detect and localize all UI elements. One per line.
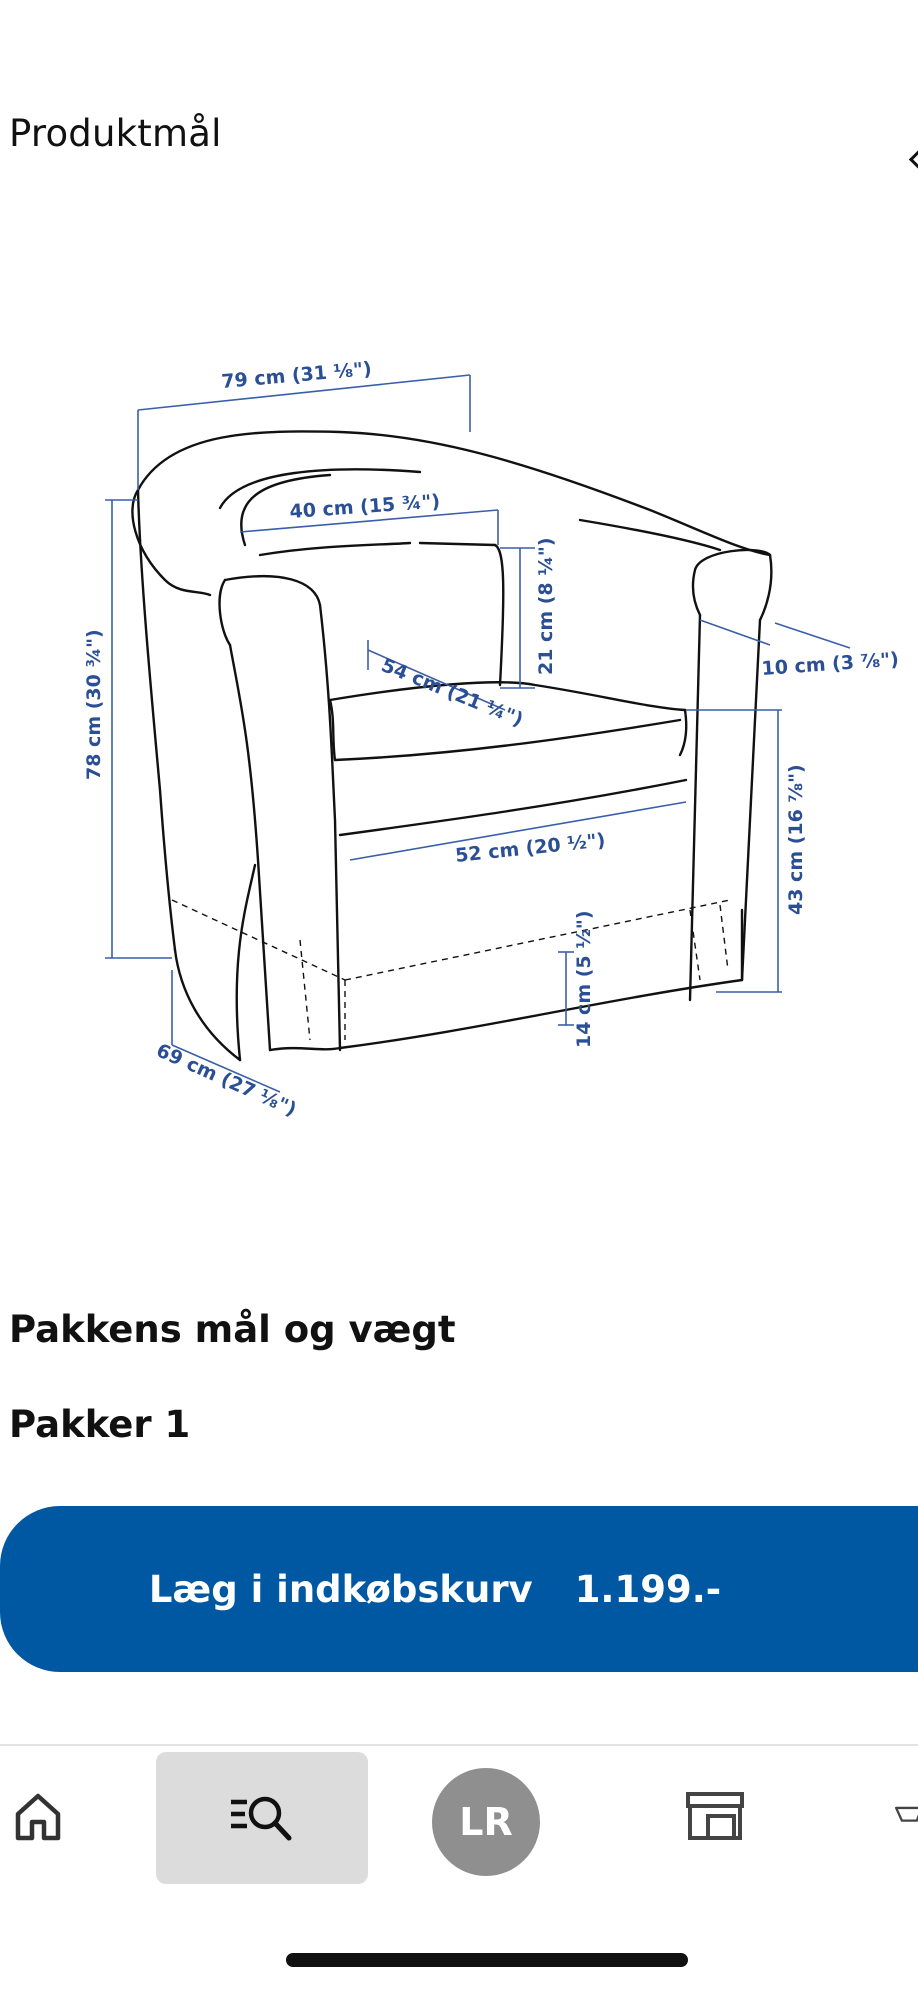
add-to-cart-price: 1.199.- [574, 1567, 722, 1611]
dim-back-cushion-width: 40 cm (15 ¾") [289, 491, 441, 523]
package-heading: Pakkens mål og vægt [9, 1308, 456, 1351]
collapse-arrow-icon[interactable] [908, 150, 918, 174]
packages-count: Pakker 1 [9, 1403, 191, 1446]
section-title: Produktmål [9, 112, 222, 155]
store-icon [686, 1792, 744, 1840]
tab-search[interactable] [156, 1752, 368, 1884]
dim-height: 78 cm (30 ¾") [83, 629, 105, 780]
tab-cart[interactable] [895, 1786, 918, 1846]
dim-armrest-width: 10 cm (3 ⅞") [761, 648, 900, 680]
product-dimension-drawing: 79 cm (31 ⅛") 40 cm (15 ¾") 21 cm (8 ¼")… [83, 358, 900, 1121]
dim-seat-depth: 54 cm (21 ¼") [378, 654, 526, 731]
search-icon [231, 1796, 292, 1841]
avatar-initials: LR [459, 1800, 513, 1844]
dim-leg-height: 14 cm (5 ½") [573, 911, 595, 1049]
tab-home[interactable] [0, 1776, 75, 1856]
tabbar-divider [0, 1744, 918, 1746]
tab-profile-avatar[interactable]: LR [432, 1768, 540, 1876]
dim-seat-width: 52 cm (20 ½") [454, 829, 606, 867]
add-to-cart-button[interactable]: Læg i indkøbskurv 1.199.- [0, 1506, 918, 1672]
dim-depth: 69 cm (27 ⅛") [153, 1039, 300, 1120]
add-to-cart-label: Læg i indkøbskurv [148, 1567, 533, 1611]
tab-stores[interactable] [670, 1776, 760, 1856]
home-icon [15, 1793, 60, 1841]
home-indicator [286, 1953, 688, 1967]
dim-seat-height: 43 cm (16 ⅞") [785, 764, 807, 915]
dim-back-cushion-height: 21 cm (8 ¼") [535, 538, 557, 676]
cart-icon [895, 1806, 918, 1822]
bottom-tab-bar: LR [0, 1746, 918, 1896]
